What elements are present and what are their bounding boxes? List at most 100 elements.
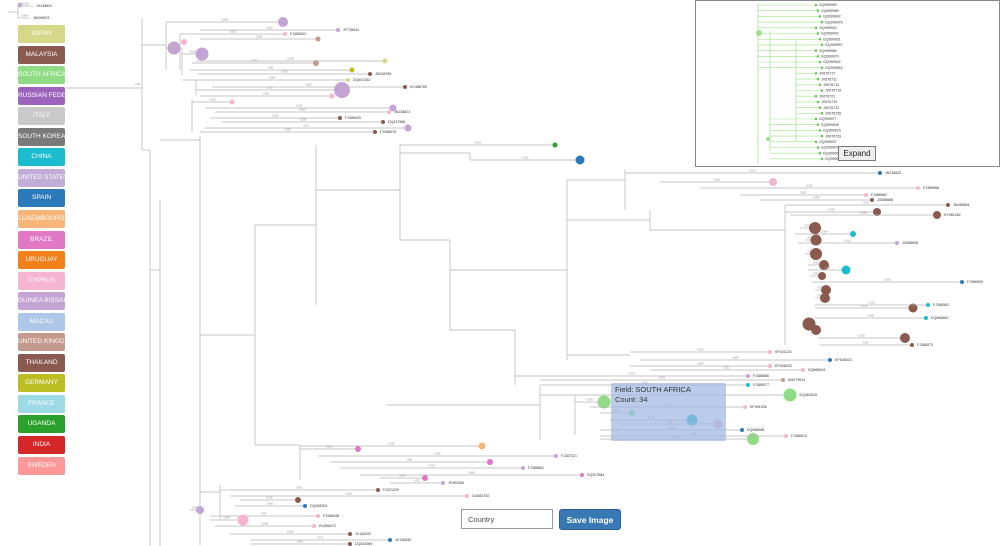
legend-item-sweden[interactable]: SWEDEN bbox=[18, 456, 65, 475]
leaf-label[interactable]: FJ386678 bbox=[380, 130, 396, 134]
leaf-label[interactable]: JX088666 bbox=[877, 198, 893, 202]
leaf-label[interactable]: DQ462618 bbox=[800, 393, 817, 397]
leaf-label[interactable]: KY081052 bbox=[944, 213, 961, 217]
tree-node[interactable] bbox=[315, 36, 321, 42]
tree-node[interactable] bbox=[376, 488, 380, 492]
legend-item-uruguay[interactable]: URUGUAY bbox=[18, 251, 65, 270]
leaf-label[interactable]: FJ386573 bbox=[917, 343, 933, 347]
legend-item-uganda[interactable]: UGANDA bbox=[18, 415, 65, 434]
tree-node[interactable] bbox=[381, 120, 385, 124]
tree-node[interactable] bbox=[810, 234, 822, 246]
legend-item-cyprus[interactable]: CYPRUS bbox=[18, 271, 65, 290]
leaf-label[interactable]: DQ466619 bbox=[808, 368, 825, 372]
tree-node[interactable] bbox=[900, 333, 910, 343]
tree-node[interactable] bbox=[349, 67, 355, 73]
tree-node[interactable] bbox=[329, 93, 335, 99]
tree-node[interactable] bbox=[781, 378, 785, 382]
leaf-label[interactable]: FJ386651 bbox=[528, 466, 544, 470]
tree-node[interactable] bbox=[768, 364, 772, 368]
legend-item-thailand[interactable]: THAILAND bbox=[18, 353, 65, 372]
tree-node[interactable] bbox=[580, 473, 584, 477]
leaf-label[interactable]: JN288884 bbox=[953, 203, 969, 207]
tree-node[interactable] bbox=[316, 514, 320, 518]
leaf-label[interactable]: FJ386577 bbox=[753, 383, 769, 387]
tree-node[interactable] bbox=[552, 142, 558, 148]
legend-item-china[interactable]: CHINA bbox=[18, 148, 65, 167]
leaf-label[interactable]: KF031224 bbox=[775, 350, 792, 354]
leaf-label[interactable]: FJ386593 bbox=[967, 280, 983, 284]
tree-node[interactable] bbox=[196, 506, 204, 514]
leaf-label[interactable]: FJ386930 bbox=[345, 116, 361, 120]
tree-node[interactable] bbox=[181, 39, 187, 45]
tree-node[interactable] bbox=[389, 104, 397, 112]
tree-node[interactable] bbox=[487, 459, 493, 465]
tree-node[interactable] bbox=[960, 280, 964, 284]
legend-item-france[interactable]: FRANCE bbox=[18, 394, 65, 413]
tree-node[interactable] bbox=[303, 504, 307, 508]
tree-node[interactable] bbox=[924, 316, 928, 320]
legend-item-russian-federation[interactable]: RUSSIAN FEDERATION bbox=[18, 86, 65, 105]
tree-node[interactable] bbox=[278, 17, 288, 27]
tree-node[interactable] bbox=[818, 272, 826, 280]
tree-node[interactable] bbox=[864, 193, 868, 197]
legend-item-south-korea[interactable]: SOUTH KOREA bbox=[18, 127, 65, 146]
legend-item-spain[interactable]: SPAIN bbox=[18, 189, 65, 208]
leaf-label[interactable]: FJ221229 bbox=[383, 488, 399, 492]
tree-node[interactable] bbox=[387, 110, 391, 114]
tree-node[interactable] bbox=[740, 428, 744, 432]
legend-item-south-africa[interactable]: SOUTH AFRICA bbox=[18, 66, 65, 85]
tree-node[interactable] bbox=[338, 116, 342, 120]
leaf-label[interactable]: KM279614 bbox=[788, 378, 805, 382]
save-image-button[interactable]: Save Image bbox=[559, 509, 621, 530]
tree-node[interactable] bbox=[783, 388, 797, 402]
tree-node[interactable] bbox=[746, 383, 750, 387]
country-input[interactable] bbox=[461, 509, 553, 529]
tree-node[interactable] bbox=[743, 405, 747, 409]
expand-button[interactable]: Expand bbox=[838, 146, 876, 161]
leaf-label[interactable]: FJ386513 bbox=[791, 434, 807, 438]
tree-node[interactable] bbox=[946, 203, 950, 207]
leaf-label[interactable]: JN399623 bbox=[33, 16, 49, 20]
leaf-label[interactable]: EF636023 bbox=[835, 358, 852, 362]
tree-node[interactable] bbox=[819, 260, 829, 270]
tree-node[interactable] bbox=[784, 434, 788, 438]
tree-node[interactable] bbox=[870, 198, 874, 202]
leaf-label[interactable]: JX088608 bbox=[902, 241, 918, 245]
tree-node[interactable] bbox=[373, 130, 377, 134]
leaf-label[interactable]: KP491026 bbox=[750, 405, 767, 409]
legend-item-united-states[interactable]: UNITED STATES bbox=[18, 168, 65, 187]
tree-node[interactable] bbox=[382, 58, 388, 64]
tree-node[interactable] bbox=[933, 211, 941, 219]
tree-node[interactable] bbox=[811, 325, 821, 335]
tree-node[interactable] bbox=[895, 241, 899, 245]
tree-node[interactable] bbox=[283, 32, 287, 36]
leaf-label[interactable]: JN238765 bbox=[375, 72, 391, 76]
tree-node[interactable] bbox=[820, 293, 830, 303]
tree-node[interactable] bbox=[403, 85, 407, 89]
leaf-label[interactable]: FJ386582 bbox=[933, 303, 949, 307]
tree-node[interactable] bbox=[388, 538, 392, 542]
tree-node[interactable] bbox=[229, 99, 235, 105]
tree-node[interactable] bbox=[878, 171, 882, 175]
legend-item-india[interactable]: INDIA bbox=[18, 436, 65, 454]
tree-node[interactable] bbox=[404, 124, 412, 132]
tree-node[interactable] bbox=[769, 178, 777, 186]
tree-node[interactable] bbox=[355, 446, 361, 452]
tree-node[interactable] bbox=[441, 481, 445, 485]
tree-node[interactable] bbox=[336, 28, 340, 32]
tree-node[interactable] bbox=[810, 248, 822, 260]
tree-node[interactable] bbox=[908, 303, 918, 313]
leaf-label[interactable]: JN238832 bbox=[885, 171, 901, 175]
leaf-label[interactable]: EF636025 bbox=[775, 364, 792, 368]
tree-node[interactable] bbox=[17, 2, 23, 8]
leaf-label[interactable]: DQ208303 bbox=[310, 504, 327, 508]
tree-node[interactable] bbox=[295, 497, 301, 503]
leaf-label[interactable]: FJ387221 bbox=[561, 454, 577, 458]
tree-node[interactable] bbox=[575, 155, 585, 165]
tree-node[interactable] bbox=[873, 208, 881, 216]
tree-node[interactable] bbox=[746, 374, 750, 378]
leaf-label[interactable]: DQ286666 bbox=[747, 428, 764, 432]
tree-node[interactable] bbox=[801, 368, 805, 372]
legend-item-united-kingdom[interactable]: UNITED KINGDOM bbox=[18, 333, 65, 352]
